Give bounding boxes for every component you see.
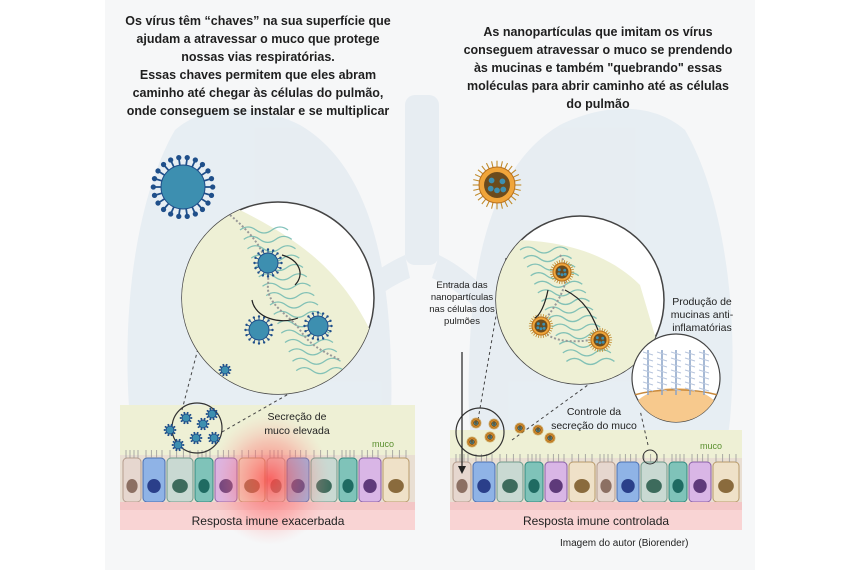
entry-label-line: nas células dos	[429, 304, 495, 315]
epithelial-cell	[688, 454, 712, 503]
virus-icon	[179, 411, 193, 425]
virus-icon	[163, 423, 177, 437]
left-caption: Os vírus têm “chaves” na sua superfície …	[125, 14, 390, 118]
nanoparticle-icon	[514, 422, 526, 434]
right-caption-line: conseguem atravessar o muco se prendendo	[464, 43, 733, 57]
epithelial-cell	[668, 454, 688, 503]
virus-icon	[218, 363, 232, 377]
production-label-line: Produção de	[672, 296, 732, 308]
left-magnified-mucus	[181, 201, 375, 395]
nanoparticle-icon	[488, 418, 500, 430]
control-label-line: Controle da	[567, 406, 621, 418]
virus-icon	[207, 431, 221, 445]
entry-label-line: pulmões	[444, 316, 480, 327]
right-epithelium: muco Resposta imune controlada	[450, 430, 742, 530]
left-caption-line: Essas chaves permitem que eles abram	[140, 68, 376, 82]
nanoparticle-icon	[470, 417, 482, 429]
production-label-line: inflamatórias	[672, 322, 732, 334]
left-caption-line: onde conseguem se instalar e se multipli…	[127, 104, 390, 118]
virus-icon	[253, 248, 283, 278]
virus-icon	[150, 154, 216, 220]
mucin-zoom-marker	[642, 449, 658, 465]
virus-icon	[189, 431, 203, 445]
right-zoom-lines	[477, 257, 649, 446]
right-caption-line: às mucinas e também "quebrando" essas	[474, 61, 722, 75]
left-epithelium: muco Resposta imune exacerbada	[120, 405, 415, 545]
image-credit: Imagem do autor (Biorender)	[560, 538, 689, 549]
left-secretion-label-line: muco elevada	[264, 425, 330, 437]
virus-icon	[244, 315, 274, 345]
right-caption: As nanopartículas que imitam os vírus co…	[464, 25, 733, 111]
nanoparticle-icon	[528, 313, 554, 339]
epithelial-cell	[142, 450, 166, 503]
right-muco-label: muco	[700, 441, 722, 451]
left-caption-line: nossas vias respiratórias.	[181, 50, 335, 64]
virus-icon	[196, 417, 210, 431]
production-label-line: mucinas anti-	[671, 309, 734, 321]
entry-label: Entrada das nanopartículas nas células d…	[429, 280, 495, 327]
right-caption-line: As nanopartículas que imitam os vírus	[483, 25, 712, 39]
epithelial-cell	[568, 454, 596, 503]
control-label-line: secreção do muco	[551, 420, 637, 432]
nanoparticle-icon	[549, 259, 575, 285]
epithelial-cell	[358, 450, 382, 503]
epithelial-cell	[712, 454, 740, 503]
epithelial-cell	[338, 450, 358, 503]
nanoparticle-icon	[587, 327, 613, 353]
virus-icon	[150, 154, 216, 220]
mucus-layer	[450, 430, 742, 462]
epithelial-cell	[616, 454, 640, 503]
epithelial-cell	[382, 450, 410, 503]
left-caption-line: caminho até chegar às células do pulmão,	[133, 86, 384, 100]
epithelial-cell	[166, 450, 194, 503]
epithelial-cell	[496, 454, 524, 503]
entry-label-line: Entrada das	[436, 280, 487, 291]
production-label: Produção de mucinas anti- inflamatórias	[671, 296, 734, 334]
epithelial-cell	[596, 454, 616, 503]
virus-icon	[171, 438, 185, 452]
left-caption-line: ajudam a atravessar o muco que protege	[136, 32, 379, 46]
epithelial-cell	[452, 454, 472, 503]
epithelial-cell	[122, 450, 142, 503]
right-caption-line: moléculas para abrir caminho até as célu…	[467, 79, 729, 93]
right-caption-line: do pulmão	[566, 97, 630, 111]
left-response-label: Resposta imune exacerbada	[192, 514, 345, 528]
entry-label-line: nanopartículas	[431, 292, 494, 303]
inflammation-glow	[210, 415, 330, 545]
left-muco-label: muco	[372, 439, 394, 449]
nanoparticle-icon	[472, 160, 522, 210]
epithelial-cell	[472, 454, 496, 503]
left-secretion-label-line: Secreção de	[268, 411, 327, 423]
right-response-label: Resposta imune controlada	[523, 514, 669, 528]
epithelial-cell	[544, 454, 568, 503]
nanoparticle-icon	[544, 432, 556, 444]
nanoparticle-icon	[532, 424, 544, 436]
left-caption-line: Os vírus têm “chaves” na sua superfície …	[125, 14, 390, 28]
control-label: Controle da secreção do muco	[551, 406, 637, 432]
right-mucus-zoom-marker	[455, 407, 505, 457]
virus-icon	[205, 407, 219, 421]
nanoparticle-icon	[472, 160, 522, 210]
nanoparticle-icon	[466, 436, 478, 448]
nanoparticle-icon	[484, 431, 496, 443]
virus-icon	[303, 311, 333, 341]
